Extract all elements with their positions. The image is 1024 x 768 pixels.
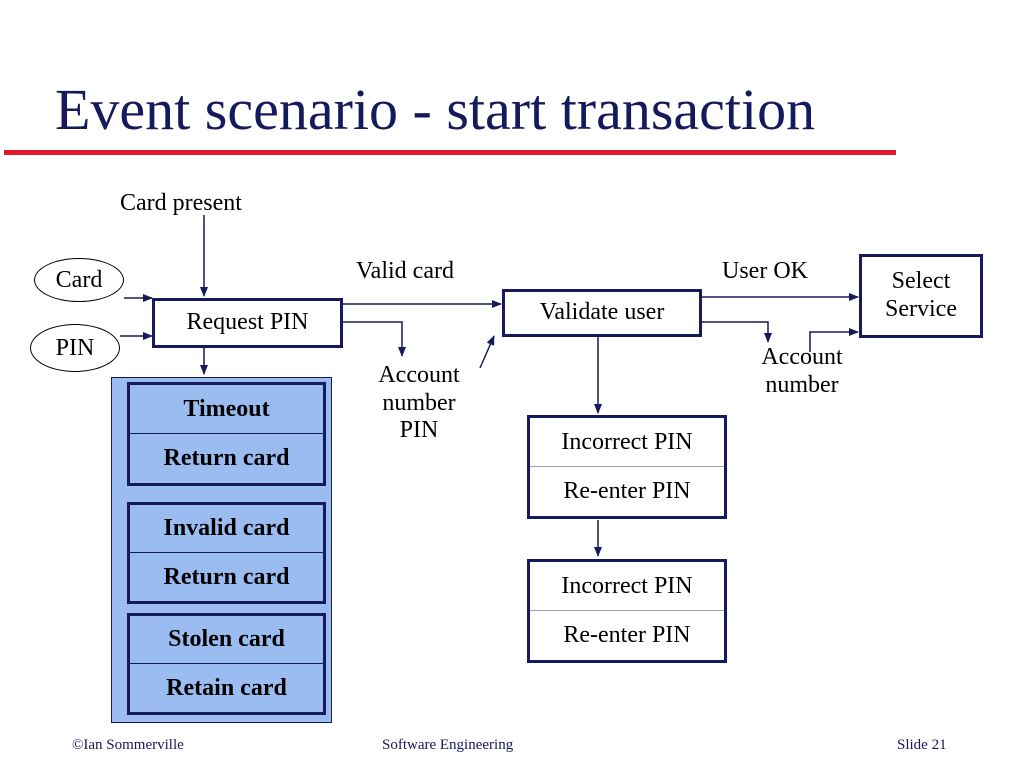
exception-stolen-card: Stolen card Retain card [127, 613, 326, 715]
footer-course: Software Engineering [382, 737, 514, 753]
request-pin-box: Request PIN [152, 298, 343, 348]
label-user-ok: User OK [722, 258, 808, 284]
exception-invalid-card: Invalid card Return card [127, 502, 326, 604]
exception-event: Timeout [130, 385, 323, 434]
exception-action: Return card [130, 434, 323, 483]
label-account-number-pin: Account number PIN [378, 362, 460, 444]
pin-error-event: Incorrect PIN [530, 562, 724, 611]
arrow-account-pin-out [343, 321, 406, 357]
label-account-number: Account number [761, 344, 843, 398]
validate-user-box: Validate user [502, 289, 702, 337]
incorrect-pin-box-2: Incorrect PIN Re-enter PIN [527, 559, 727, 663]
footer-author: ©Ian Sommerville [72, 737, 184, 753]
title-underline [4, 150, 896, 155]
exception-event: Invalid card [130, 505, 323, 553]
incorrect-pin-box-1: Incorrect PIN Re-enter PIN [527, 415, 727, 519]
arrow-account-number-out [702, 321, 772, 343]
exception-timeout: Timeout Return card [127, 382, 326, 486]
card-input-oval: Card [34, 258, 124, 302]
arrow-account-number-in [809, 328, 859, 352]
select-service-box: Select Service [859, 254, 983, 338]
pin-input-oval: PIN [30, 324, 120, 372]
label-card-present: Card present [120, 190, 242, 216]
exception-event: Stolen card [130, 616, 323, 664]
exception-action: Return card [130, 553, 323, 601]
footer-slide-number: Slide 21 [897, 737, 947, 753]
pin-error-event: Incorrect PIN [530, 418, 724, 467]
slide-title: Event scenario - start transaction [55, 77, 816, 142]
pin-error-action: Re-enter PIN [530, 611, 724, 660]
exception-action: Retain card [130, 664, 323, 712]
pin-error-action: Re-enter PIN [530, 467, 724, 516]
arrow-account-pin-in [479, 335, 495, 369]
label-valid-card: Valid card [356, 258, 454, 284]
